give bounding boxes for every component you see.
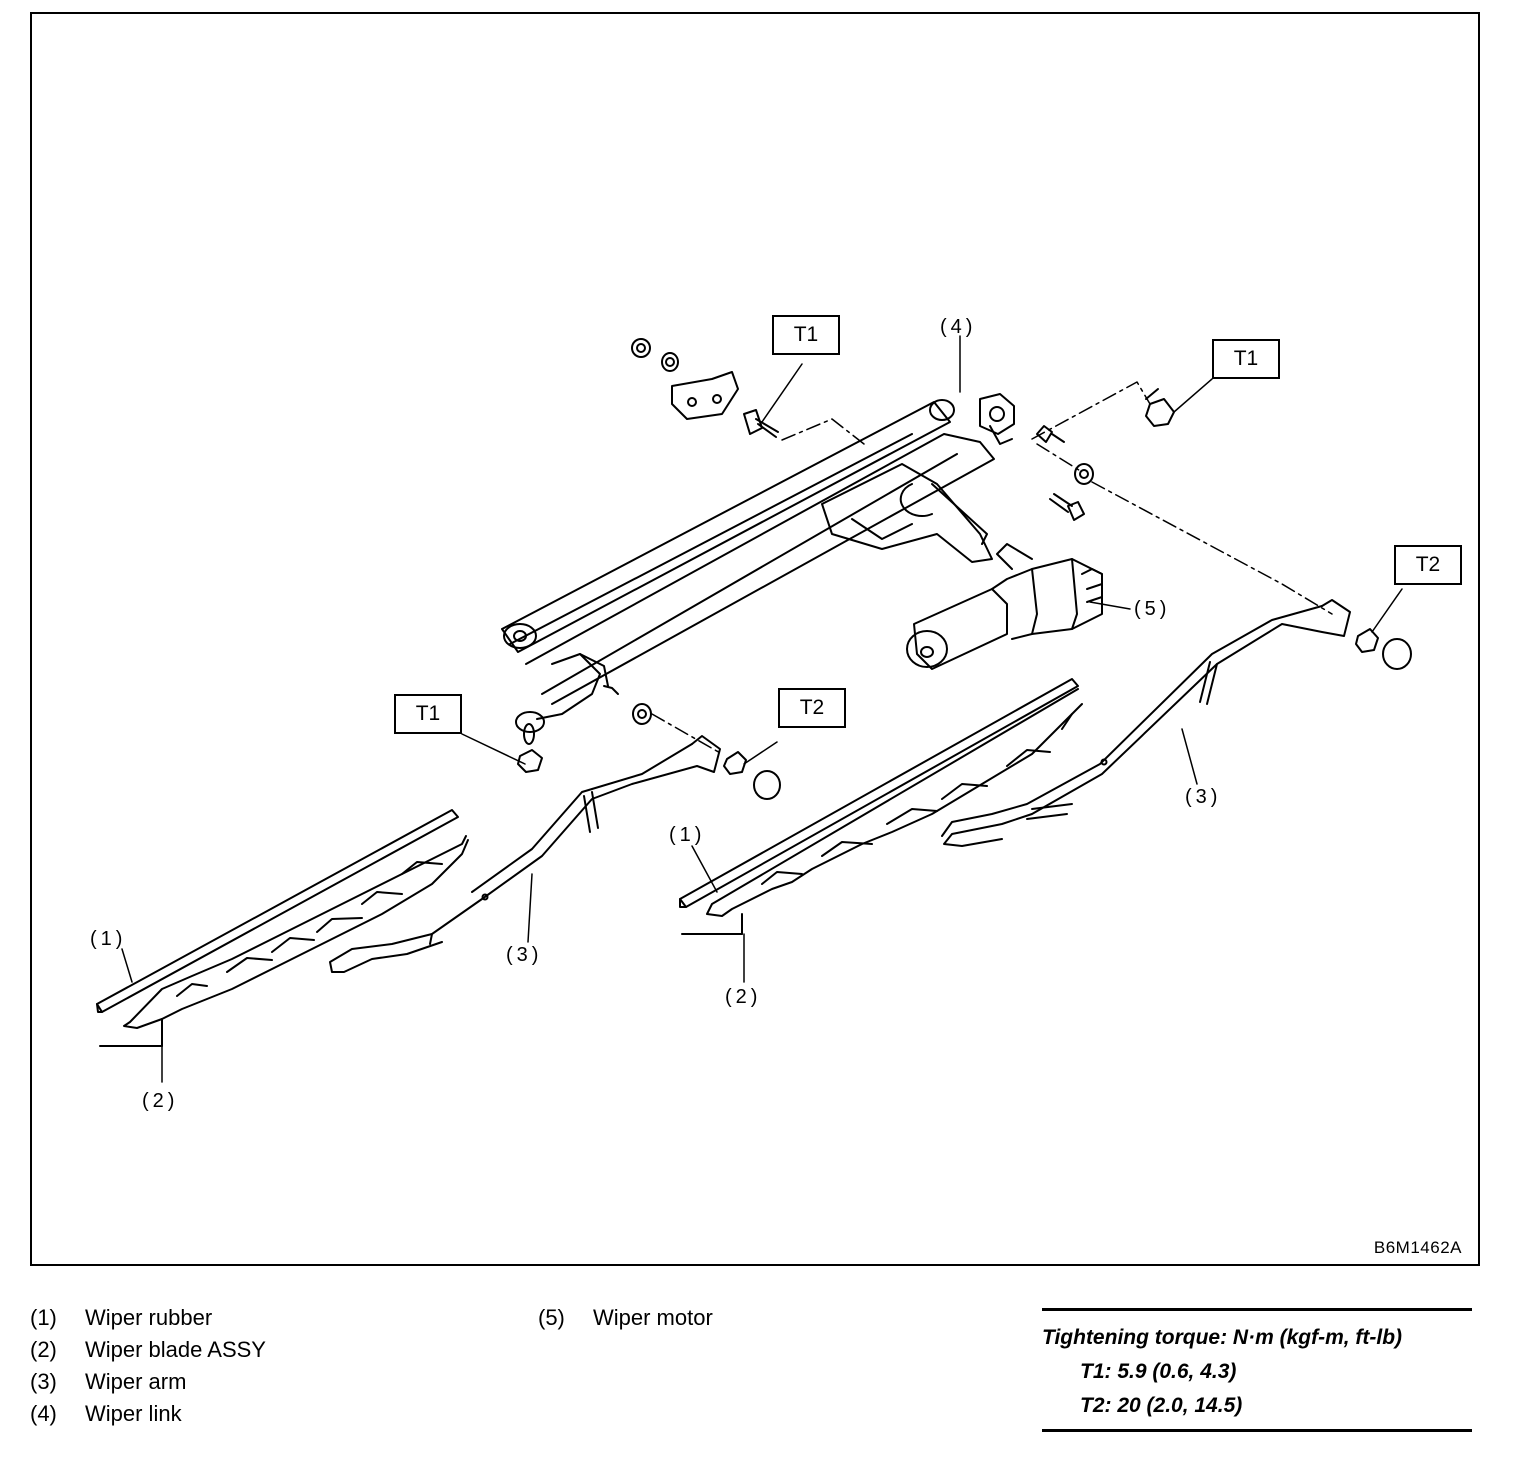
callout-left-wiper-rubber: (1) — [90, 928, 127, 950]
legend-number: (1) — [30, 1305, 57, 1330]
legend-label: Wiper rubber — [85, 1305, 213, 1330]
callout-left-wiper-blade: (2) — [142, 1090, 179, 1112]
legend-item: (3) Wiper arm — [30, 1366, 266, 1398]
left-wiper-arm — [329, 735, 721, 973]
legend-label: Wiper blade ASSY — [85, 1337, 266, 1362]
legend-label: Wiper motor — [593, 1305, 713, 1330]
right-wiper-blade — [679, 678, 1083, 935]
legend-number: (2) — [30, 1337, 57, 1362]
torque-box-t1-motor-bolt: T1 — [1212, 339, 1280, 379]
callout-wiper-motor: (5) — [1134, 598, 1171, 620]
legend-label: Wiper arm — [85, 1369, 187, 1394]
right-wiper-arm — [941, 599, 1351, 847]
parts-legend-right: (5) Wiper motor — [538, 1302, 713, 1334]
callout-wiper-link: (4) — [940, 316, 977, 338]
torque-box-t2-left-arm: T2 — [778, 688, 846, 728]
torque-t2-value: T2: 20 (2.0, 14.5) — [1080, 1394, 1243, 1417]
torque-heading: Tightening torque: N·m (kgf-m, ft-lb) — [1042, 1326, 1403, 1349]
torque-t1-value: T1: 5.9 (0.6, 4.3) — [1080, 1360, 1237, 1383]
alignment-lines — [651, 381, 1333, 755]
legend-number: (3) — [30, 1369, 57, 1394]
legend-item: (4) Wiper link — [30, 1398, 266, 1430]
torque-box-t2-right-arm: T2 — [1394, 545, 1462, 585]
legend-item: (2) Wiper blade ASSY — [30, 1334, 266, 1366]
fastener-parts — [517, 338, 1412, 800]
callout-left-wiper-arm: (3) — [506, 944, 543, 966]
callout-right-wiper-arm: (3) — [1185, 786, 1222, 808]
callout-right-wiper-rubber: (1) — [669, 824, 706, 846]
legend-number: (5) — [538, 1305, 565, 1330]
legend-label: Wiper link — [85, 1401, 182, 1426]
parts-legend-left: (1) Wiper rubber (2) Wiper blade ASSY (3… — [30, 1302, 266, 1430]
wiper-motor — [906, 543, 1103, 670]
leader-lines — [121, 335, 1403, 1083]
torque-box-t1-link-nut: T1 — [394, 694, 462, 734]
left-wiper-blade — [96, 809, 469, 1047]
wiper-link-assembly — [501, 393, 1015, 733]
legend-item: (5) Wiper motor — [538, 1302, 713, 1334]
figure-code: B6M1462A — [1373, 1238, 1462, 1257]
legend-item: (1) Wiper rubber — [30, 1302, 266, 1334]
callout-right-wiper-blade: (2) — [725, 986, 762, 1008]
torque-box-t1-link-bolt: T1 — [772, 315, 840, 355]
exploded-diagram: (4) (5) (1) (2) (3) (1) (2) (3) T1 T1 T1… — [30, 12, 1480, 1266]
legend-number: (4) — [30, 1401, 57, 1426]
tightening-torque-spec: Tightening torque: N·m (kgf-m, ft-lb) T1… — [1042, 1308, 1472, 1432]
diagram-drawing — [96, 335, 1412, 1083]
